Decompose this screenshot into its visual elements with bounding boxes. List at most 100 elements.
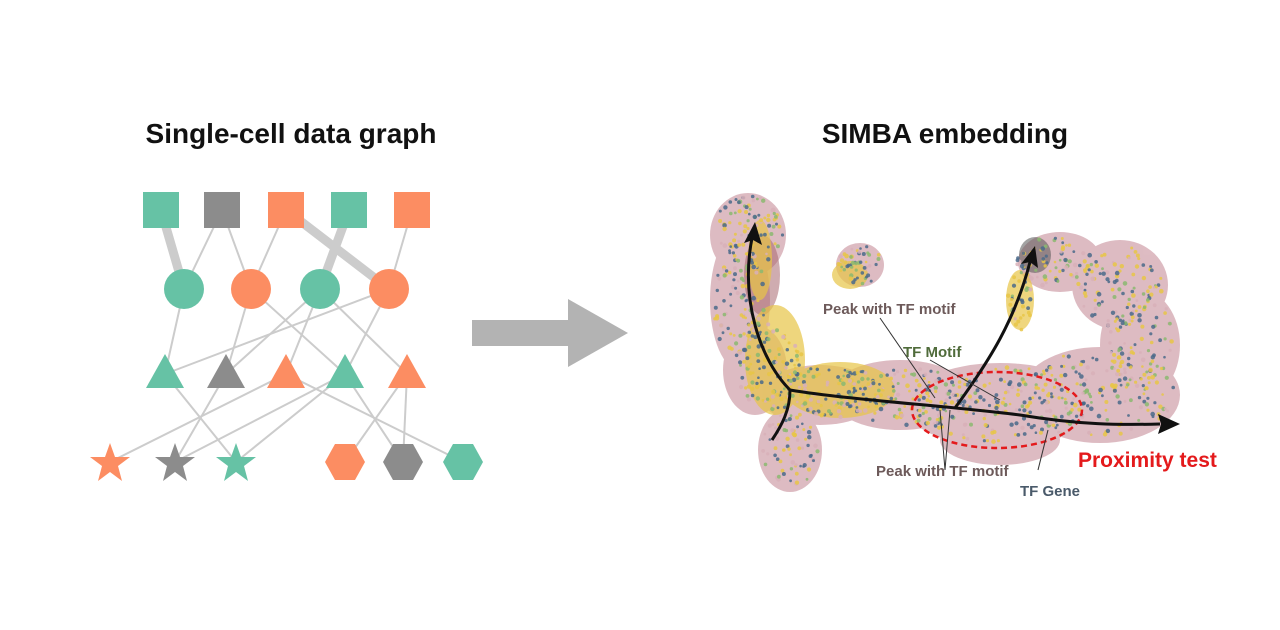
embedding-point [773,453,777,458]
embedding-point [1117,347,1122,352]
embedding-point [957,380,962,384]
embedding-point [981,434,986,439]
embedding-point [842,403,846,408]
embedding-point [782,449,785,452]
embedding-point [933,424,938,428]
embedding-point [1164,375,1169,380]
embedding-point [1105,418,1110,422]
embedding-point [739,295,745,300]
embedding-point [1028,287,1033,292]
embedding-point [1081,359,1086,364]
embedding-point [1128,322,1132,326]
embedding-point [748,371,753,376]
embedding-point [787,341,791,345]
embedding-point [1083,288,1087,292]
embedding-point [1158,404,1163,409]
embedding-point [1129,398,1133,403]
embedding-point [893,372,897,376]
embedding-point [1041,388,1045,392]
embedding-point [1034,383,1038,387]
embedding-point [1137,318,1142,323]
embedding-point [744,205,749,210]
embedding-point [973,391,978,395]
embedding-point [787,447,791,451]
embedding-point [1149,340,1154,345]
embedding-point [1115,372,1120,377]
embedding-point [745,394,750,398]
embedding-point [1013,433,1018,437]
embedding-point [1040,427,1044,432]
embedding-point [1106,322,1111,328]
embedding-point [1117,355,1122,360]
embedding-point [877,388,881,393]
embedding-point [796,376,800,380]
embedding-point [978,395,983,400]
embedding-point [1038,430,1043,435]
graph-edge [225,288,321,375]
embedding-point [876,253,881,257]
embedding-point [843,260,848,265]
embedding-point [1072,250,1076,254]
embedding-point [1043,244,1048,249]
embedding-point [1012,275,1016,280]
embedding-point [1142,392,1146,396]
embedding-point [1015,262,1020,267]
embedding-point [1110,287,1115,292]
embedding-point [1119,361,1123,365]
embedding-point [1041,257,1046,261]
embedding-point [715,288,719,293]
embedding-point [1112,295,1117,299]
embedding-point [776,347,781,352]
embedding-point [766,257,771,262]
embedding-point [790,460,796,465]
embedding-point [994,393,999,397]
embedding-point [1135,299,1139,302]
square-nodes [143,192,430,228]
embedding-point [1116,368,1121,373]
embedding-point [722,226,727,232]
embedding-point [855,408,860,413]
embedding-point [1114,270,1120,276]
embedding-point [1168,321,1172,326]
embedding-point [887,395,890,399]
embedding-point [728,200,733,204]
embedding-point [964,410,969,414]
embedding-point [750,393,755,398]
embedding-point [982,416,986,421]
embedding-point [1141,365,1144,368]
embedding-point [790,393,795,398]
embedding-point [732,254,737,258]
embedding-point [1154,285,1158,289]
embedding-point [1091,356,1095,360]
embedding-point [1073,402,1078,408]
embedding-point [899,413,905,418]
embedding-point [733,211,737,215]
embedding-point [761,399,765,402]
embedding-point [740,233,743,237]
embedding-point [787,375,791,379]
embedding-point [1135,253,1140,258]
embedding-point [996,439,1001,443]
trajectory-main [789,388,1161,426]
embedding-point [1122,376,1128,381]
embedding-point [1164,307,1168,311]
embedding-point [740,375,745,380]
embedding-point [873,393,878,397]
embedding-point [848,276,853,281]
embedding-point [1059,414,1064,419]
embedding-point [794,471,799,476]
embedding-point [1038,396,1042,400]
embedding-point [1109,330,1113,334]
embedding-point [927,417,932,421]
embedding-point [796,400,799,404]
embedding-point [746,384,752,389]
embedding-point [1155,364,1159,368]
triangle-node [388,354,426,388]
embedding-point [716,273,720,277]
embedding-point [804,437,808,441]
embedding-point [1064,406,1068,410]
embedding-point [792,432,797,438]
embedding-point [948,396,952,399]
embedding-point [1047,420,1053,426]
triangle-node [326,354,364,388]
